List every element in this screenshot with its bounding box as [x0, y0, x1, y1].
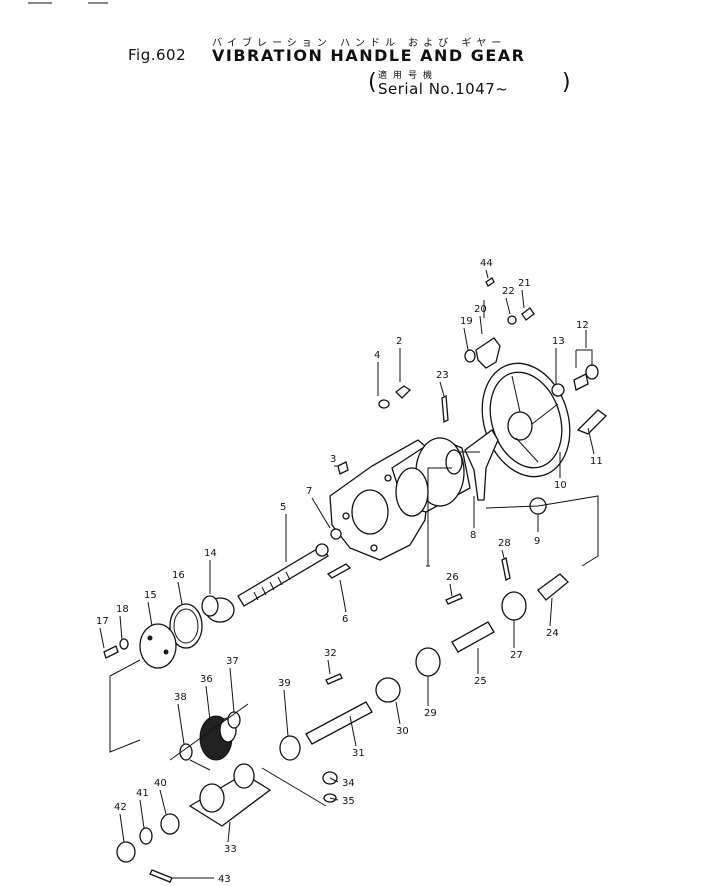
nut: [573, 373, 589, 391]
callout-42: 42: [114, 802, 127, 813]
callout-labels: 2 3 4 5 6 7 8 9 10 11 12 13 14 15 16 17 …: [96, 258, 603, 885]
pin: [501, 557, 511, 581]
close-bracket: ): [562, 70, 571, 95]
bushing: [415, 647, 441, 677]
callout-6: 6: [342, 614, 348, 625]
callout-2: 2: [396, 336, 402, 347]
callout-9: 9: [534, 536, 540, 547]
figure-header: バイブレーション ハンドル および ギヤー Fig.602 VIBRATION …: [0, 0, 727, 110]
universal-joint: [537, 573, 569, 601]
bushing: [160, 813, 180, 835]
washer: [139, 827, 153, 845]
callout-3: 3: [330, 454, 336, 465]
pin: [485, 277, 495, 287]
washer: [119, 638, 129, 650]
thrust-washer: [179, 743, 193, 761]
callout-26: 26: [446, 572, 459, 583]
nut: [585, 364, 599, 380]
callout-30: 30: [396, 726, 409, 737]
washer: [551, 383, 565, 397]
callout-11: 11: [590, 456, 603, 467]
oil-seal: [464, 349, 476, 363]
grease-fitting: [441, 394, 449, 424]
callout-38: 38: [174, 692, 187, 703]
callout-44: 44: [480, 258, 493, 269]
callout-43: 43: [218, 874, 231, 885]
open-bracket: (: [368, 70, 377, 95]
bolt: [521, 307, 535, 321]
handle-lever: [464, 429, 499, 501]
callout-13: 13: [552, 336, 565, 347]
callout-22: 22: [502, 286, 515, 297]
washer: [378, 399, 390, 409]
bolt: [395, 385, 412, 399]
end-cover: [139, 623, 177, 669]
callout-41: 41: [136, 788, 149, 799]
lock-lever: [475, 337, 501, 369]
nut: [337, 461, 349, 475]
figure-number: Fig.602: [128, 46, 187, 64]
callout-14: 14: [204, 548, 217, 559]
callout-16: 16: [172, 570, 185, 581]
leader-lines: [109, 300, 599, 807]
callout-10: 10: [554, 480, 567, 491]
callout-35: 35: [342, 796, 355, 807]
callout-leaders: [99, 269, 595, 879]
callout-15: 15: [144, 590, 157, 601]
seal-ring: [169, 603, 203, 649]
handle-knob: [576, 409, 607, 435]
callout-34: 34: [342, 778, 355, 789]
washer: [507, 315, 517, 325]
callout-36: 36: [200, 674, 213, 685]
callout-18: 18: [116, 604, 129, 615]
callout-7: 7: [306, 486, 312, 497]
callout-28: 28: [498, 538, 511, 549]
figure-title: VIBRATION HANDLE AND GEAR: [212, 46, 526, 65]
callout-8: 8: [470, 530, 476, 541]
key: [326, 563, 352, 579]
bushing: [501, 591, 527, 621]
collar: [116, 841, 136, 863]
callout-39: 39: [278, 678, 291, 689]
callout-24: 24: [546, 628, 559, 639]
title-japanese: バイブレーション ハンドル および ギヤー: [212, 38, 507, 49]
taper-pin: [149, 869, 173, 883]
callout-19: 19: [460, 316, 473, 327]
coupling: [375, 677, 401, 703]
bushing: [279, 735, 301, 761]
callout-25: 25: [474, 676, 487, 687]
callout-12: 12: [576, 320, 589, 331]
serial-range: Serial No.1047~: [378, 80, 509, 98]
callout-31: 31: [352, 748, 365, 759]
washer: [330, 528, 342, 540]
bearing-bracket: [188, 763, 272, 827]
callout-32: 32: [324, 648, 337, 659]
bolt: [103, 645, 119, 659]
callout-4: 4: [374, 350, 380, 361]
main-shaft: [237, 543, 329, 607]
intermediate-shaft: [451, 621, 495, 653]
applicability-japanese: 適用号機: [378, 71, 439, 81]
callout-21: 21: [518, 278, 531, 289]
callout-29: 29: [424, 708, 437, 719]
pinion-gear: [201, 595, 235, 623]
callout-40: 40: [154, 778, 167, 789]
callout-33: 33: [224, 844, 237, 855]
lower-shaft: [305, 701, 373, 745]
callout-5: 5: [280, 502, 286, 513]
handwheel: [481, 362, 571, 478]
callout-37: 37: [226, 656, 239, 667]
key: [325, 673, 343, 685]
key: [445, 593, 463, 605]
callout-27: 27: [510, 650, 523, 661]
callout-20: 20: [474, 304, 487, 315]
callout-17: 17: [96, 616, 109, 627]
callout-23: 23: [436, 370, 449, 381]
